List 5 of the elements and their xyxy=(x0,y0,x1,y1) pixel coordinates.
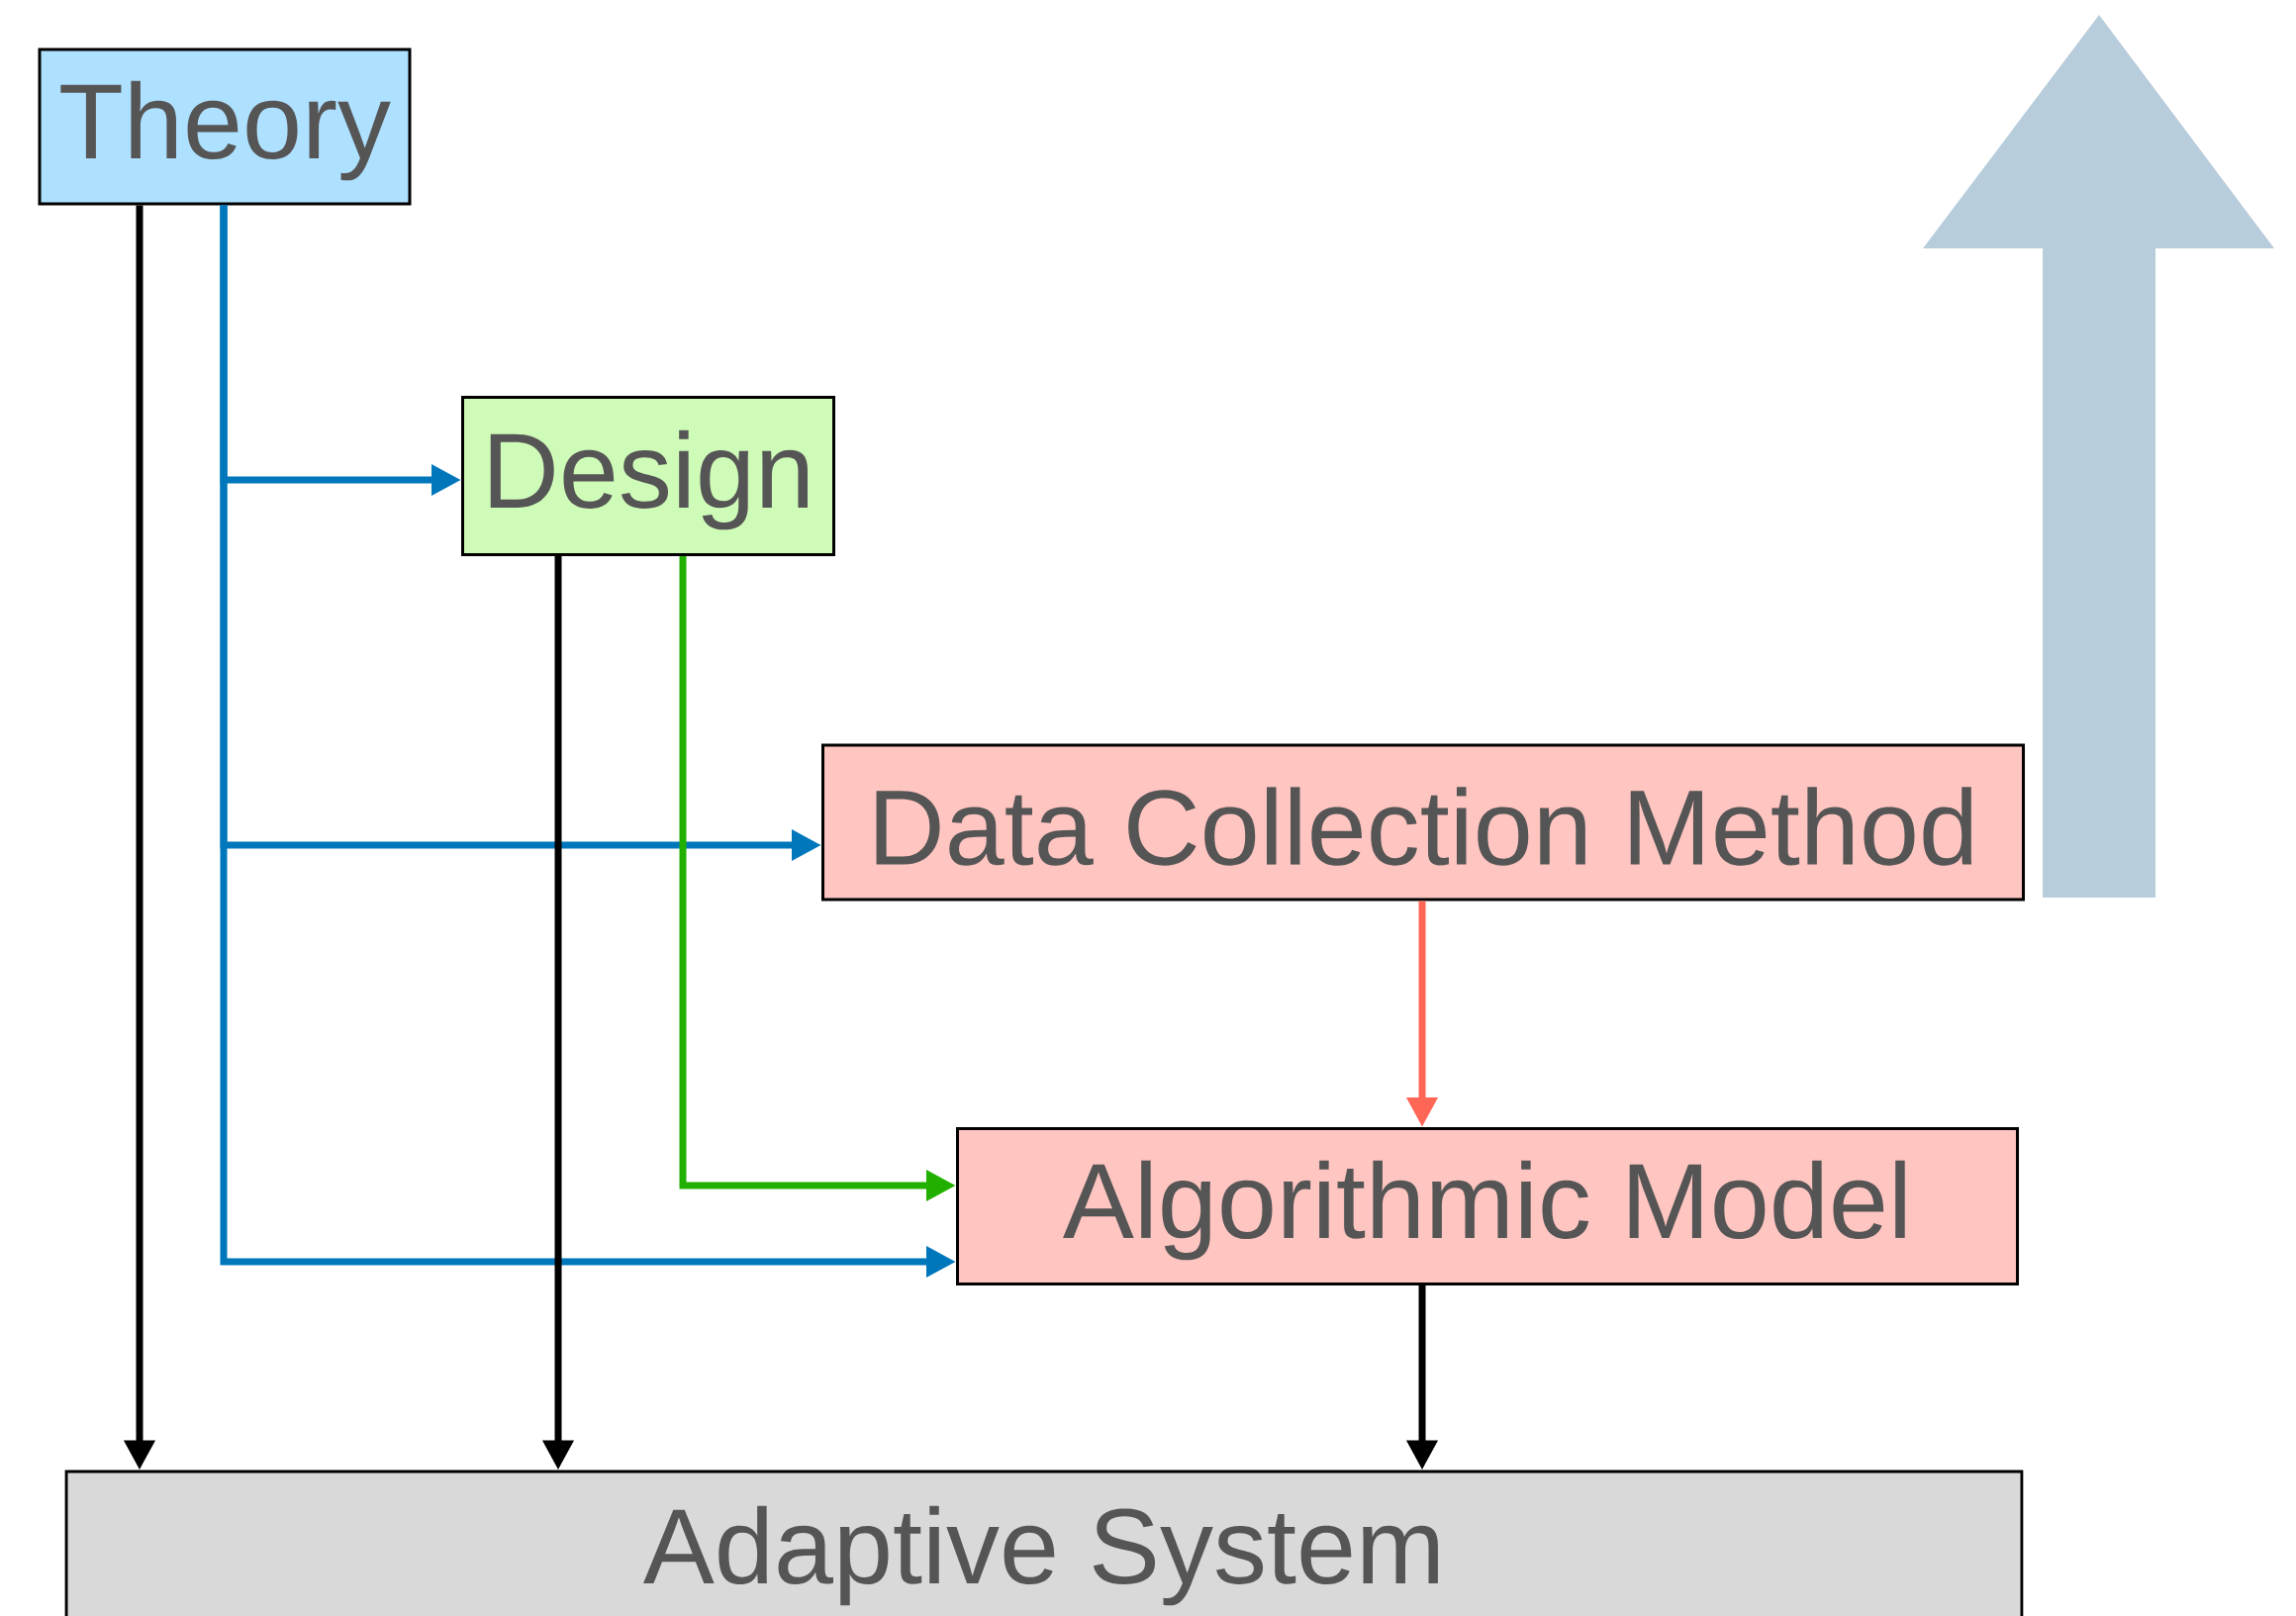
theory-box: Theory xyxy=(38,48,412,206)
system-box: Adaptive System xyxy=(64,1470,2024,1616)
process-box: Algorithmic Model xyxy=(956,1127,2020,1285)
design-box: Design xyxy=(461,396,835,556)
process-box: Data Collection Method xyxy=(821,743,2026,902)
